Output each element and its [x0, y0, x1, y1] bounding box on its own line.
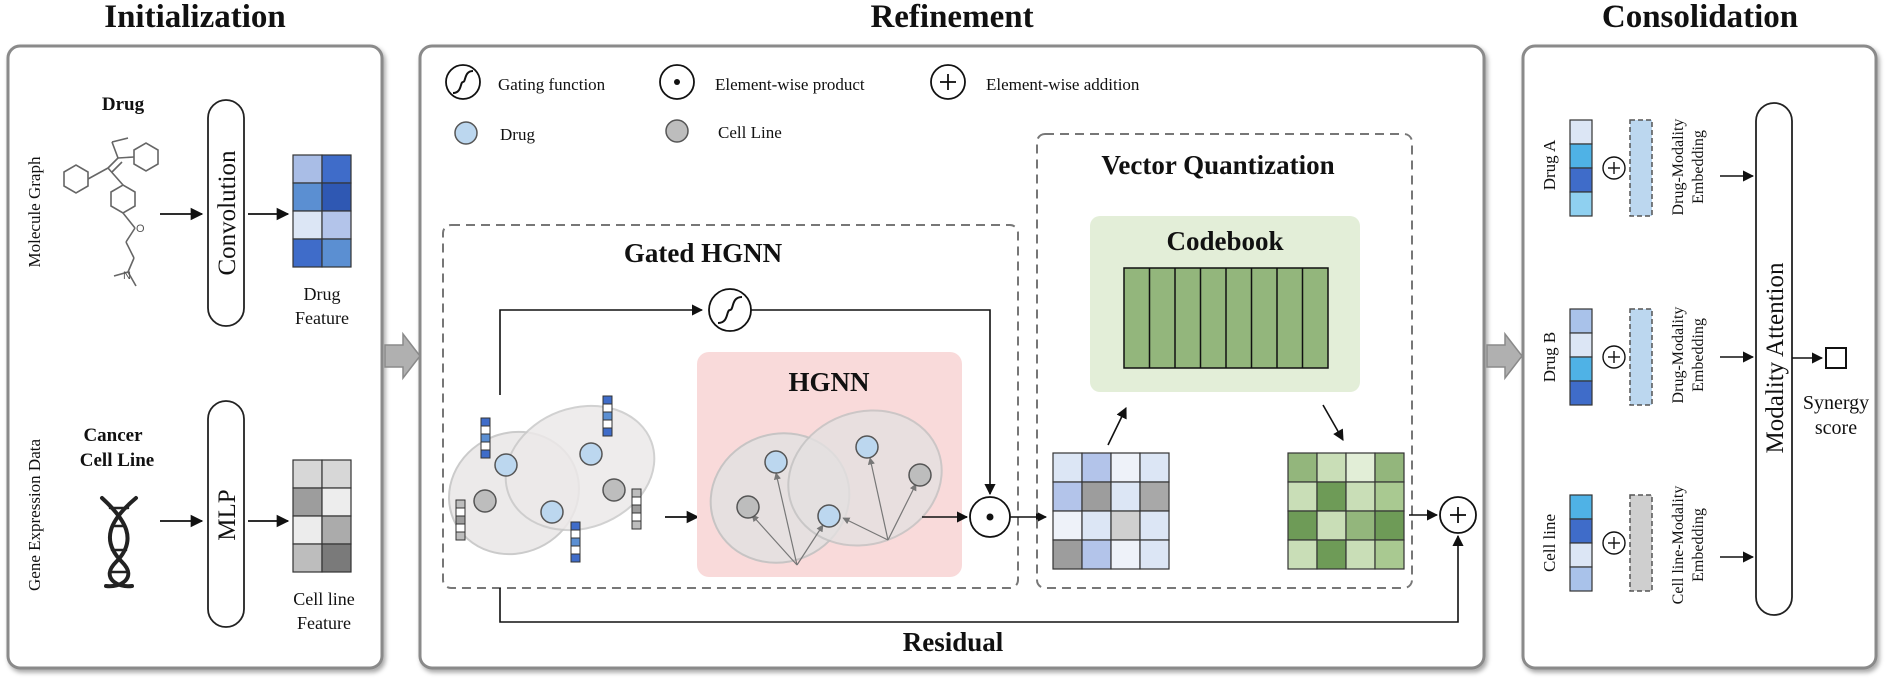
vector-quantization-title: Vector Quantization	[1101, 150, 1334, 180]
cell-line-label: Cell line	[1540, 514, 1559, 572]
cell-line-feature-bar	[1569, 494, 1593, 592]
legend-cell-node-icon	[665, 119, 689, 143]
drug-a-embedding-label-2: Embedding	[1690, 130, 1707, 204]
drug-feature-label-2: Feature	[295, 308, 349, 328]
feature-bar-icon	[602, 395, 613, 437]
mlp-block	[207, 400, 245, 628]
cell-line-embedding-box	[1629, 494, 1653, 592]
molecule-structure-icon	[63, 137, 159, 287]
gate-to-product-arrow	[751, 309, 996, 496]
drug-a-embedding-box	[1629, 119, 1653, 217]
synergy-score-box	[1825, 347, 1847, 369]
gating-node-sigmoid-icon	[717, 296, 743, 324]
feature-bar-icon	[570, 521, 581, 563]
sigmoid-curve-icon	[452, 70, 474, 94]
oxygen-atom-icon: O	[136, 223, 145, 235]
molecule-graph-label: Molecule Graph	[25, 156, 44, 267]
panel-title-refinement: Refinement	[870, 0, 1033, 35]
cell-line-embedding-label-2: Embedding	[1690, 508, 1707, 582]
legend-gating-label: Gating function	[498, 75, 606, 94]
nitrogen-atom-icon: N	[123, 270, 131, 282]
drug-b-embedding-label-2: Embedding	[1690, 318, 1707, 392]
hgnn-title: HGNN	[789, 367, 871, 397]
drug-a-label: Drug A	[1540, 139, 1559, 190]
cell-line-feature-label-2: Feature	[297, 613, 351, 633]
input-hypergraph	[448, 404, 656, 556]
pre-quantization-grid	[1052, 452, 1170, 570]
cell-line-feature-label-1: Cell line	[293, 589, 355, 609]
flow-arrow-init-to-refine	[384, 331, 421, 381]
drug-a-feature-bar	[1569, 119, 1593, 217]
quantized-grid	[1287, 452, 1405, 570]
drug-feature-label-1: Drug	[304, 284, 341, 304]
panel-title-initialization: Initialization	[104, 0, 286, 35]
gating-path-arrow	[499, 304, 704, 395]
gene-expression-label: Gene Expression Data	[25, 439, 44, 591]
convolution-label: Convolution	[214, 150, 241, 276]
panel-title-consolidation: Consolidation	[1602, 0, 1798, 35]
dna-icon	[100, 496, 138, 589]
drug-label: Drug	[102, 94, 145, 115]
cell-line-embedding-label-1: Cell line-Modality	[1670, 486, 1687, 605]
drug-b-embedding-box	[1629, 308, 1653, 406]
residual-path-arrow	[499, 534, 1464, 623]
legend-drug-label: Drug	[500, 125, 535, 144]
legend-drug-node-icon	[454, 121, 478, 145]
mlp-label: MLP	[214, 489, 241, 540]
cancer-label-2: Cell Line	[80, 450, 154, 471]
hgnn-hypergraph	[709, 409, 943, 566]
flow-arrow-refine-to-consol	[1486, 331, 1523, 381]
drug-b-label: Drug B	[1540, 332, 1559, 383]
drug-b-embedding-label-1: Drug-Modality	[1670, 307, 1687, 404]
drug-feature-grid	[292, 154, 352, 268]
product-node-dot-icon	[986, 513, 994, 521]
legend-cell-line-label: Cell Line	[718, 123, 782, 142]
gated-hgnn-title: Gated HGNN	[624, 238, 783, 268]
cell-line-feature-grid	[292, 459, 352, 573]
product-dot-icon	[674, 79, 680, 85]
feature-bar-icon	[455, 499, 466, 541]
arrow-to-codebook	[1107, 406, 1127, 446]
synergy-label-1: Synergy	[1803, 392, 1869, 414]
modality-attention-label: Modality Attention	[1762, 262, 1789, 453]
residual-label: Residual	[903, 627, 1004, 657]
codebook-entries	[1123, 267, 1329, 369]
legend-addition-label: Element-wise addition	[986, 75, 1140, 94]
drug-b-feature-bar	[1569, 308, 1593, 406]
legend-product-label: Element-wise product	[715, 75, 865, 94]
modality-attention-block	[1755, 102, 1793, 616]
vector-quantization-box	[1036, 133, 1413, 589]
synergy-label-2: score	[1815, 417, 1857, 439]
feature-bar-icon	[480, 417, 491, 459]
convolution-block	[207, 99, 245, 327]
initialization-panel	[6, 44, 384, 670]
drug-a-embedding-label-1: Drug-Modality	[1670, 119, 1687, 216]
feature-bar-icon	[631, 488, 642, 530]
arrow-from-codebook	[1322, 404, 1344, 441]
cancer-label-1: Cancer	[83, 425, 143, 446]
codebook-title: Codebook	[1166, 226, 1283, 256]
